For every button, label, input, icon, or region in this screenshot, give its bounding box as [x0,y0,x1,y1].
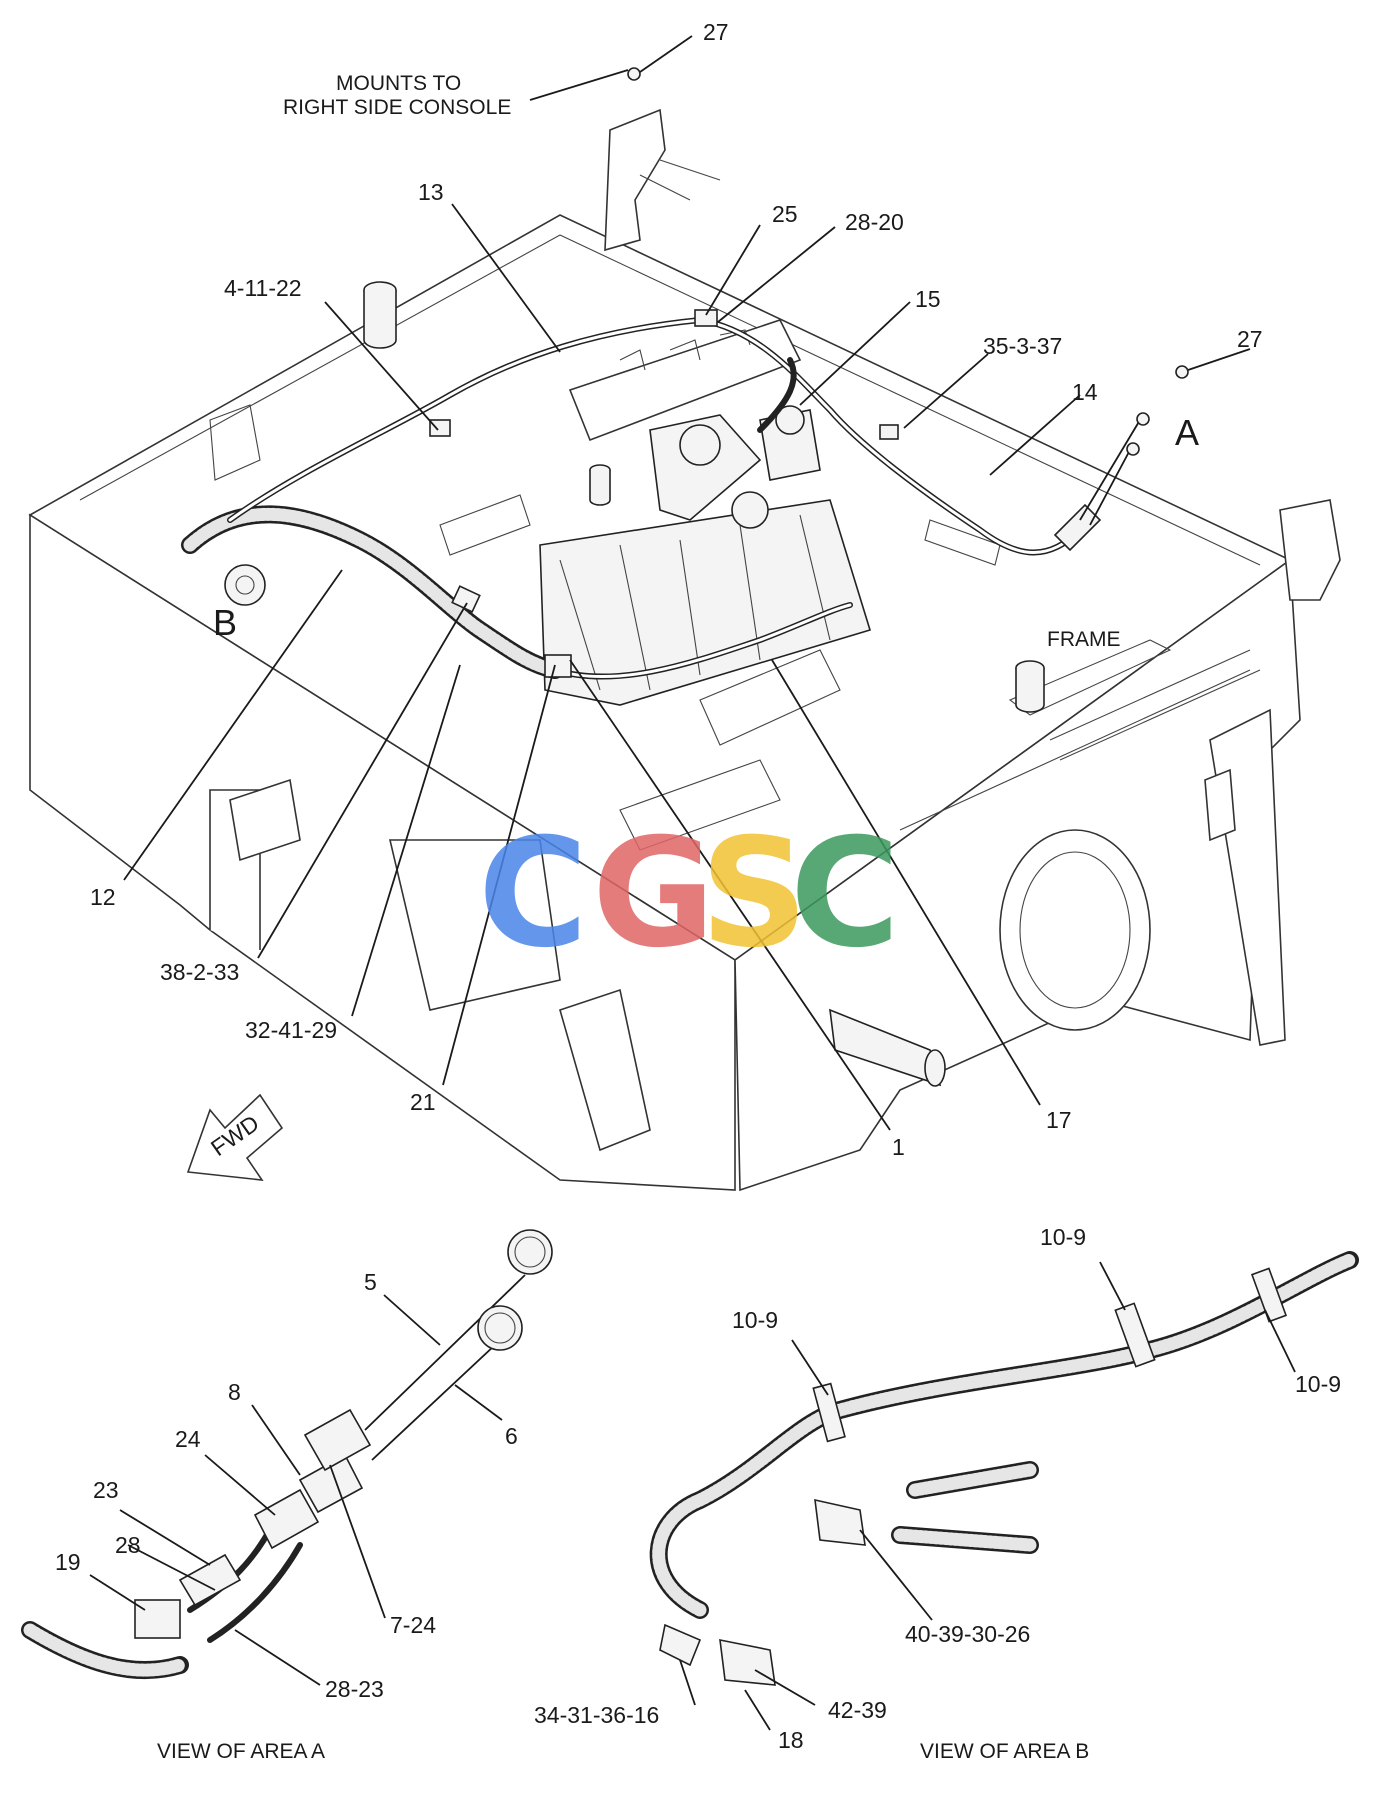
callout-21: 21 [410,1089,436,1115]
area-a-detail [21,1229,553,1686]
callout-1: 1 [892,1134,905,1160]
callout-42-39: 42-39 [828,1697,887,1723]
callout-10-9-right: 10-9 [1295,1371,1341,1397]
callout-5: 5 [364,1269,377,1295]
callout-18: 18 [778,1727,804,1753]
callout-7-24: 7-24 [390,1612,436,1638]
callout-28: 28 [115,1532,141,1558]
fwd-arrow [186,1093,284,1181]
frame-label: FRAME [1047,628,1121,651]
callout-10-9-top: 10-9 [1040,1224,1086,1250]
callout-40-39-30-26: 40-39-30-26 [905,1621,1030,1647]
callout-24: 24 [175,1426,201,1452]
note-mounts-line1: MOUNTS TO [336,72,461,95]
note-mounts-line2: RIGHT SIDE CONSOLE [283,96,511,119]
view-area-b-caption: VIEW OF AREA B [920,1740,1089,1763]
callout-23: 23 [93,1477,119,1503]
callout-34-31-36-16: 34-31-36-16 [534,1702,659,1728]
callout-27-top: 27 [703,19,729,45]
callout-28-20: 28-20 [845,209,904,235]
callout-14: 14 [1072,379,1098,405]
callout-4-11-22: 4-11-22 [224,275,302,301]
callout-27-right: 27 [1237,326,1263,352]
callout-8: 8 [228,1379,241,1405]
area-a-marker: A [1175,412,1199,453]
callout-19: 19 [55,1549,81,1575]
callout-38-2-33: 38-2-33 [160,959,239,985]
main-hoses [181,309,1150,680]
view-area-a-caption: VIEW OF AREA A [157,1740,325,1763]
area-b-marker: B [213,602,237,643]
leader-lines-main [123,35,1251,1131]
watermark: C G S C [478,807,900,981]
callout-25: 25 [772,201,798,227]
callout-35-3-37: 35-3-37 [983,333,1062,359]
callout-10-9-left: 10-9 [732,1307,778,1333]
hydraulic-tank [539,319,872,706]
callout-17: 17 [1046,1107,1072,1133]
area-b-detail [649,1251,1359,1731]
callout-12: 12 [90,884,116,910]
watermark-letter-2: G [592,807,715,981]
watermark-letter-4: C [790,807,900,981]
callout-6: 6 [505,1423,518,1449]
callout-15: 15 [915,286,941,312]
watermark-letter-1: C [478,807,588,981]
callout-13: 13 [418,179,444,205]
callout-32-41-29: 32-41-29 [245,1017,337,1043]
callout-28-23: 28-23 [325,1676,384,1702]
watermark-letter-3: S [700,807,808,981]
